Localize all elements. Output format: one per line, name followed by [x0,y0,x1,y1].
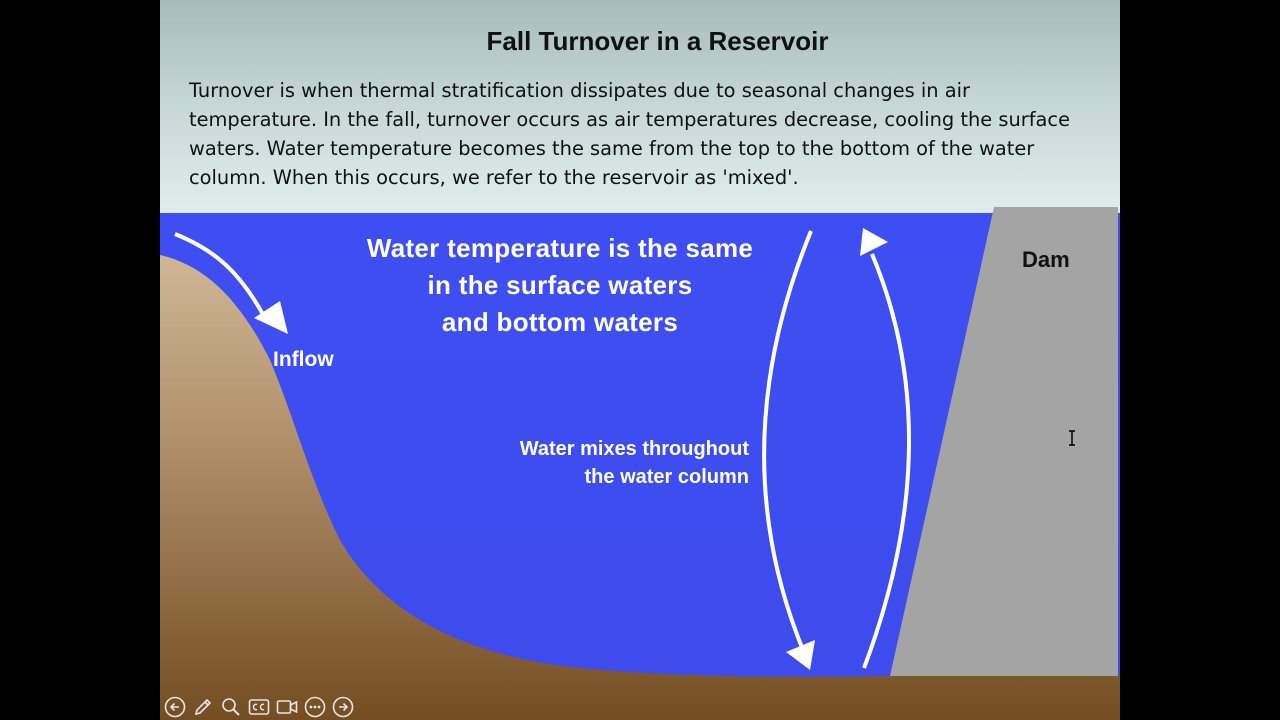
pen-tool-button[interactable] [190,695,215,720]
dam-wall [890,207,1118,676]
slide: Fall Turnover in a Reservoir Turnover is… [160,0,1120,720]
slide-intro-text: Turnover is when thermal stratification … [189,79,1071,189]
temperature-message-line: Water temperature is the same [366,233,754,263]
temperature-message-line: and bottom waters [441,307,679,337]
zoom-button[interactable] [218,695,243,720]
video-icon [276,700,297,714]
mixing-label-line: the water column [584,466,749,488]
next-slide-button[interactable] [330,695,355,720]
pen-icon [194,698,211,716]
inflow-arrow [174,232,267,319]
inflow-arrow-head [254,301,288,334]
slide-header [160,0,1120,213]
mixing-label: Water mixes throughout the water column [460,435,749,491]
more-options-button[interactable] [302,695,327,720]
reservoir-diagram [160,207,1120,720]
more-icon [304,696,325,718]
slide-title: Fall Turnover in a Reservoir [486,26,829,56]
dam-label: Dam [1022,247,1070,272]
presentation-toolbar [160,694,355,720]
mixing-arrow-up-head [860,228,888,256]
camera-button[interactable] [274,695,299,720]
temperature-message-line: in the surface waters [427,270,693,300]
previous-slide-button[interactable] [162,695,187,720]
temperature-message: Water temperature is the same in the sur… [330,230,790,341]
arrow-left-icon [164,696,185,718]
inflow-label: Inflow [273,348,334,371]
mixing-arrow-down [762,230,813,651]
captions-button[interactable] [246,695,271,720]
mixing-label-line: Water mixes throughout [519,438,749,460]
mixing-arrow-down-head [786,640,815,670]
text-cursor-icon [1069,430,1075,446]
arrow-right-icon [332,696,353,718]
reservoir-water [160,213,1120,677]
zoom-icon [221,698,240,716]
mixing-arrow-up [862,253,912,669]
cc-icon [248,699,269,715]
